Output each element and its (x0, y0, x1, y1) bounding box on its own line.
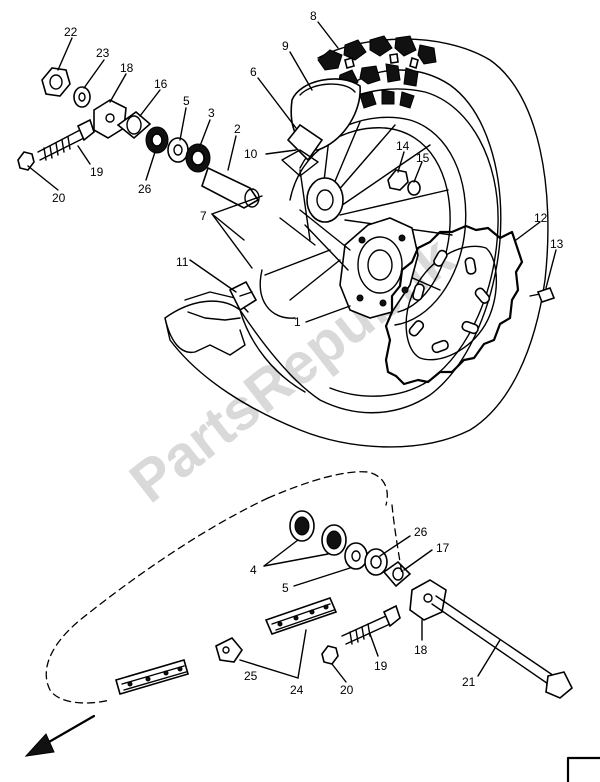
callout-2: 2 (234, 122, 241, 136)
callout-4: 4 (250, 563, 257, 577)
callout-1: 1 (294, 315, 301, 329)
callout-16: 16 (154, 77, 168, 91)
front-arrow-icon (24, 714, 96, 757)
callout-23: 23 (96, 46, 110, 60)
callout-5b: 5 (282, 581, 289, 595)
callout-19b: 19 (374, 659, 388, 673)
callout-19a: 19 (90, 165, 104, 179)
callout-7: 7 (200, 209, 207, 223)
callout-20b: 20 (340, 683, 354, 697)
callout-17: 17 (436, 541, 450, 555)
callout-18b: 18 (414, 643, 428, 657)
callout-6: 6 (250, 65, 257, 79)
callout-15: 15 (416, 151, 430, 165)
callout-13: 13 (550, 237, 564, 251)
hub (299, 177, 419, 319)
callout-9: 9 (282, 39, 289, 53)
callout-5a: 5 (183, 94, 190, 108)
callout-25: 25 (244, 669, 258, 683)
sprocket (384, 224, 524, 386)
callout-14: 14 (396, 139, 410, 153)
rim-lock (228, 280, 258, 312)
chain (45, 471, 403, 704)
callout-3: 3 (208, 106, 215, 120)
callout-8: 8 (310, 9, 317, 23)
callout-11: 11 (176, 255, 189, 269)
callout-26b: 26 (414, 525, 428, 539)
left-side-parts (17, 67, 260, 209)
rim-band (281, 78, 361, 177)
callout-26a: 26 (138, 182, 152, 196)
leader-lines (27, 21, 557, 683)
callouts: 1 2 3 4 5 5 6 7 8 9 10 11 12 13 14 15 16… (52, 9, 564, 697)
lower-axle-parts (289, 510, 573, 699)
callout-18a: 18 (120, 61, 134, 75)
sprocket-fasteners (387, 169, 556, 303)
callout-24: 24 (290, 683, 304, 697)
callout-20a: 20 (52, 191, 66, 205)
callout-10: 10 (244, 147, 258, 161)
corner-mark (566, 756, 600, 782)
callout-22: 22 (64, 25, 78, 39)
callout-21: 21 (462, 675, 476, 689)
callout-12: 12 (534, 211, 548, 225)
